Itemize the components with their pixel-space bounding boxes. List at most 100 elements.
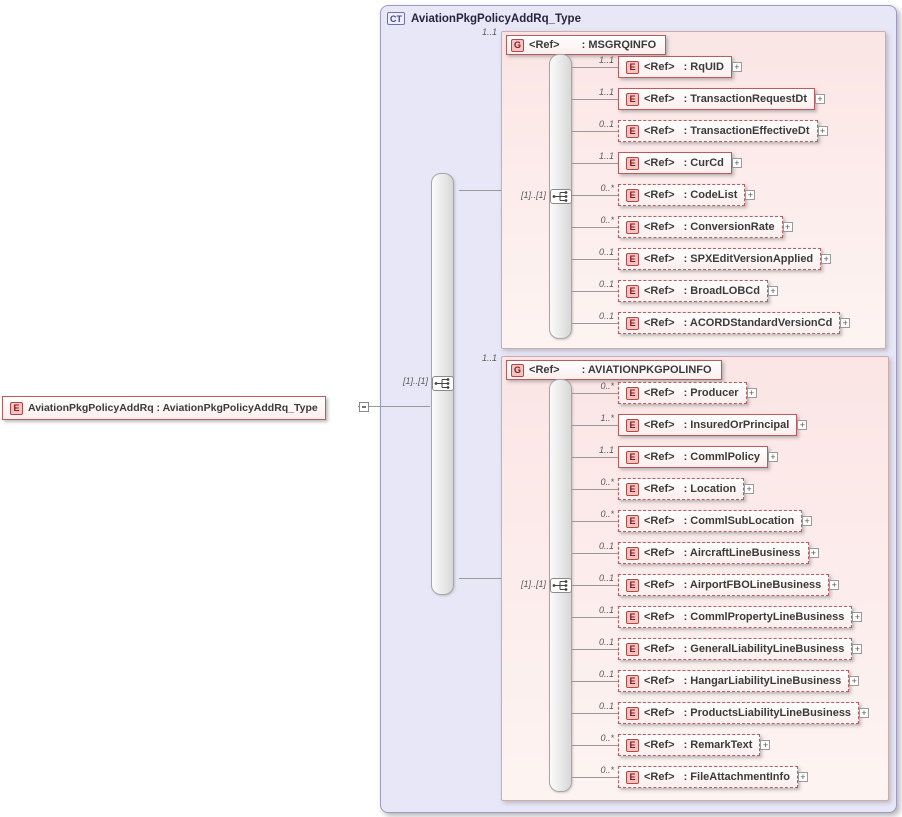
element-name-label: : CommlPropertyLineBusiness bbox=[683, 611, 845, 623]
element-ref-box[interactable]: E <Ref> : BroadLOBCd + bbox=[618, 280, 778, 302]
element-ref-box[interactable]: E <Ref> : RemarkText + bbox=[618, 734, 771, 756]
expand-button[interactable]: + bbox=[808, 548, 819, 558]
element-ref-label: <Ref> bbox=[644, 61, 675, 73]
sequence-compositor-icon[interactable] bbox=[432, 376, 454, 391]
collapse-toggle[interactable] bbox=[359, 402, 369, 412]
element-badge: E bbox=[626, 674, 639, 688]
element-ref-box[interactable]: E <Ref> : ConversionRate + bbox=[618, 216, 793, 238]
child-connector-line bbox=[572, 649, 618, 650]
element-ref-box[interactable]: E <Ref> : CodeList + bbox=[618, 184, 756, 206]
expand-button[interactable]: + bbox=[760, 740, 771, 750]
child-occurrence-label: 0..* bbox=[600, 183, 614, 193]
child-occurrence-label: 0..1 bbox=[598, 119, 614, 129]
expand-button[interactable]: + bbox=[744, 484, 755, 494]
element-badge: E bbox=[626, 450, 639, 464]
sequence-compositor-icon[interactable] bbox=[550, 189, 572, 204]
expand-button[interactable]: + bbox=[840, 318, 851, 328]
group-name-label: : MSGRQINFO bbox=[581, 39, 657, 51]
child-connector-line bbox=[572, 617, 618, 618]
element-ref-box[interactable]: E <Ref> : CommlPolicy + bbox=[618, 446, 778, 468]
child-occurrence-label: 0..* bbox=[600, 733, 614, 743]
element-ref-box[interactable]: E <Ref> : TransactionRequestDt + bbox=[618, 88, 826, 110]
element-ref-box[interactable]: E <Ref> : ACORDStandardVersionCd + bbox=[618, 312, 851, 334]
element-ref-box[interactable]: E <Ref> : TransactionEffectiveDt + bbox=[618, 120, 828, 142]
element-ref-box[interactable]: E <Ref> : GeneralLiabilityLineBusiness + bbox=[618, 638, 863, 660]
element-ref-label: <Ref> bbox=[644, 547, 675, 559]
element-name-label: : HangarLiabilityLineBusiness bbox=[683, 675, 842, 687]
expand-button[interactable]: + bbox=[767, 286, 778, 296]
child-connector-line bbox=[572, 291, 618, 292]
expand-button[interactable]: + bbox=[797, 420, 808, 430]
group-occurrence-label: 1..1 bbox=[481, 27, 497, 37]
element-name-label: : Producer bbox=[683, 387, 739, 399]
element-ref-label: <Ref> bbox=[644, 253, 675, 265]
expand-button[interactable]: + bbox=[852, 612, 863, 622]
group-name-label: : AVIATIONPKGPOLINFO bbox=[581, 364, 712, 376]
child-connector-line bbox=[572, 227, 618, 228]
group-ref-label: <Ref> bbox=[529, 364, 560, 376]
expand-button[interactable]: + bbox=[782, 222, 793, 232]
element-ref-box[interactable]: E <Ref> : AircraftLineBusiness + bbox=[618, 542, 819, 564]
element-name-label: : TransactionEffectiveDt bbox=[683, 125, 810, 137]
expand-button[interactable]: + bbox=[731, 62, 742, 72]
expand-button[interactable]: + bbox=[746, 388, 757, 398]
element-badge: E bbox=[626, 610, 639, 624]
expand-button[interactable]: + bbox=[821, 254, 832, 264]
element-name-label: : CommlSubLocation bbox=[683, 515, 795, 527]
root-element-box[interactable]: E AviationPkgPolicyAddRq : AviationPkgPo… bbox=[2, 396, 326, 420]
child-occurrence-label: 1..1 bbox=[598, 445, 614, 455]
group-header-box[interactable]: G <Ref> : MSGRQINFO bbox=[506, 35, 667, 55]
child-occurrence-label: 0..1 bbox=[598, 605, 614, 615]
element-badge: E bbox=[626, 92, 639, 106]
child-occurrence-label: 0..1 bbox=[598, 573, 614, 583]
child-occurrence-label: 0..1 bbox=[598, 669, 614, 679]
complex-type-header: CT AviationPkgPolicyAddRq_Type bbox=[387, 12, 581, 25]
expand-button[interactable]: + bbox=[731, 158, 742, 168]
element-ref-label: <Ref> bbox=[644, 285, 675, 297]
element-ref-box[interactable]: E <Ref> : AirportFBOLineBusiness + bbox=[618, 574, 840, 596]
element-ref-box[interactable]: E <Ref> : SPXEditVersionApplied + bbox=[618, 248, 832, 270]
child-connector-line bbox=[572, 425, 618, 426]
child-connector-line bbox=[572, 195, 618, 196]
sequence-occurrence-label: [1]..[1] bbox=[520, 190, 546, 200]
expand-button[interactable]: + bbox=[797, 772, 808, 782]
expand-button[interactable]: + bbox=[802, 516, 813, 526]
child-occurrence-label: 0..1 bbox=[598, 247, 614, 257]
element-ref-box[interactable]: E <Ref> : FileAttachmentInfo + bbox=[618, 766, 808, 788]
expand-button[interactable]: + bbox=[852, 644, 863, 654]
expand-button[interactable]: + bbox=[859, 708, 870, 718]
element-badge: E bbox=[626, 546, 639, 560]
element-ref-box[interactable]: E <Ref> : CommlPropertyLineBusiness + bbox=[618, 606, 863, 628]
element-badge: E bbox=[626, 770, 639, 784]
element-ref-box[interactable]: E <Ref> : CommlSubLocation + bbox=[618, 510, 813, 532]
expand-button[interactable]: + bbox=[767, 452, 778, 462]
group-panel: G <Ref> : MSGRQINFO [1]..[1] 1..1 E <Ref… bbox=[501, 31, 886, 349]
element-ref-label: <Ref> bbox=[644, 579, 675, 591]
child-connector-line bbox=[572, 681, 618, 682]
group-badge: G bbox=[511, 363, 525, 377]
element-ref-box[interactable]: E <Ref> : Location + bbox=[618, 478, 755, 500]
connector-line bbox=[358, 406, 430, 407]
child-connector-line bbox=[572, 521, 618, 522]
group-occurrence-label: 1..1 bbox=[481, 353, 497, 363]
element-ref-box[interactable]: E <Ref> : HangarLiabilityLineBusiness + bbox=[618, 670, 860, 692]
group-header-box[interactable]: G <Ref> : AVIATIONPKGPOLINFO bbox=[506, 360, 722, 380]
element-ref-box[interactable]: E <Ref> : RqUID + bbox=[618, 56, 742, 78]
element-badge: E bbox=[10, 401, 23, 415]
element-name-label: : GeneralLiabilityLineBusiness bbox=[683, 643, 845, 655]
sequence-glyph bbox=[552, 580, 568, 591]
element-ref-box[interactable]: E <Ref> : CurCd + bbox=[618, 152, 742, 174]
sequence-compositor-icon[interactable] bbox=[550, 578, 572, 593]
element-ref-box[interactable]: E <Ref> : Producer + bbox=[618, 382, 757, 404]
expand-button[interactable]: + bbox=[849, 676, 860, 686]
child-occurrence-label: 0..* bbox=[600, 381, 614, 391]
root-element-label: AviationPkgPolicyAddRq : AviationPkgPoli… bbox=[28, 402, 318, 414]
element-ref-box[interactable]: E <Ref> : InsuredOrPrincipal + bbox=[618, 414, 808, 436]
expand-button[interactable]: + bbox=[815, 94, 826, 104]
expand-button[interactable]: + bbox=[745, 190, 756, 200]
element-ref-box[interactable]: E <Ref> : ProductsLiabilityLineBusiness … bbox=[618, 702, 870, 724]
expand-button[interactable]: + bbox=[817, 126, 828, 136]
element-ref-label: <Ref> bbox=[644, 451, 675, 463]
expand-button[interactable]: + bbox=[829, 580, 840, 590]
element-ref-label: <Ref> bbox=[644, 515, 675, 527]
